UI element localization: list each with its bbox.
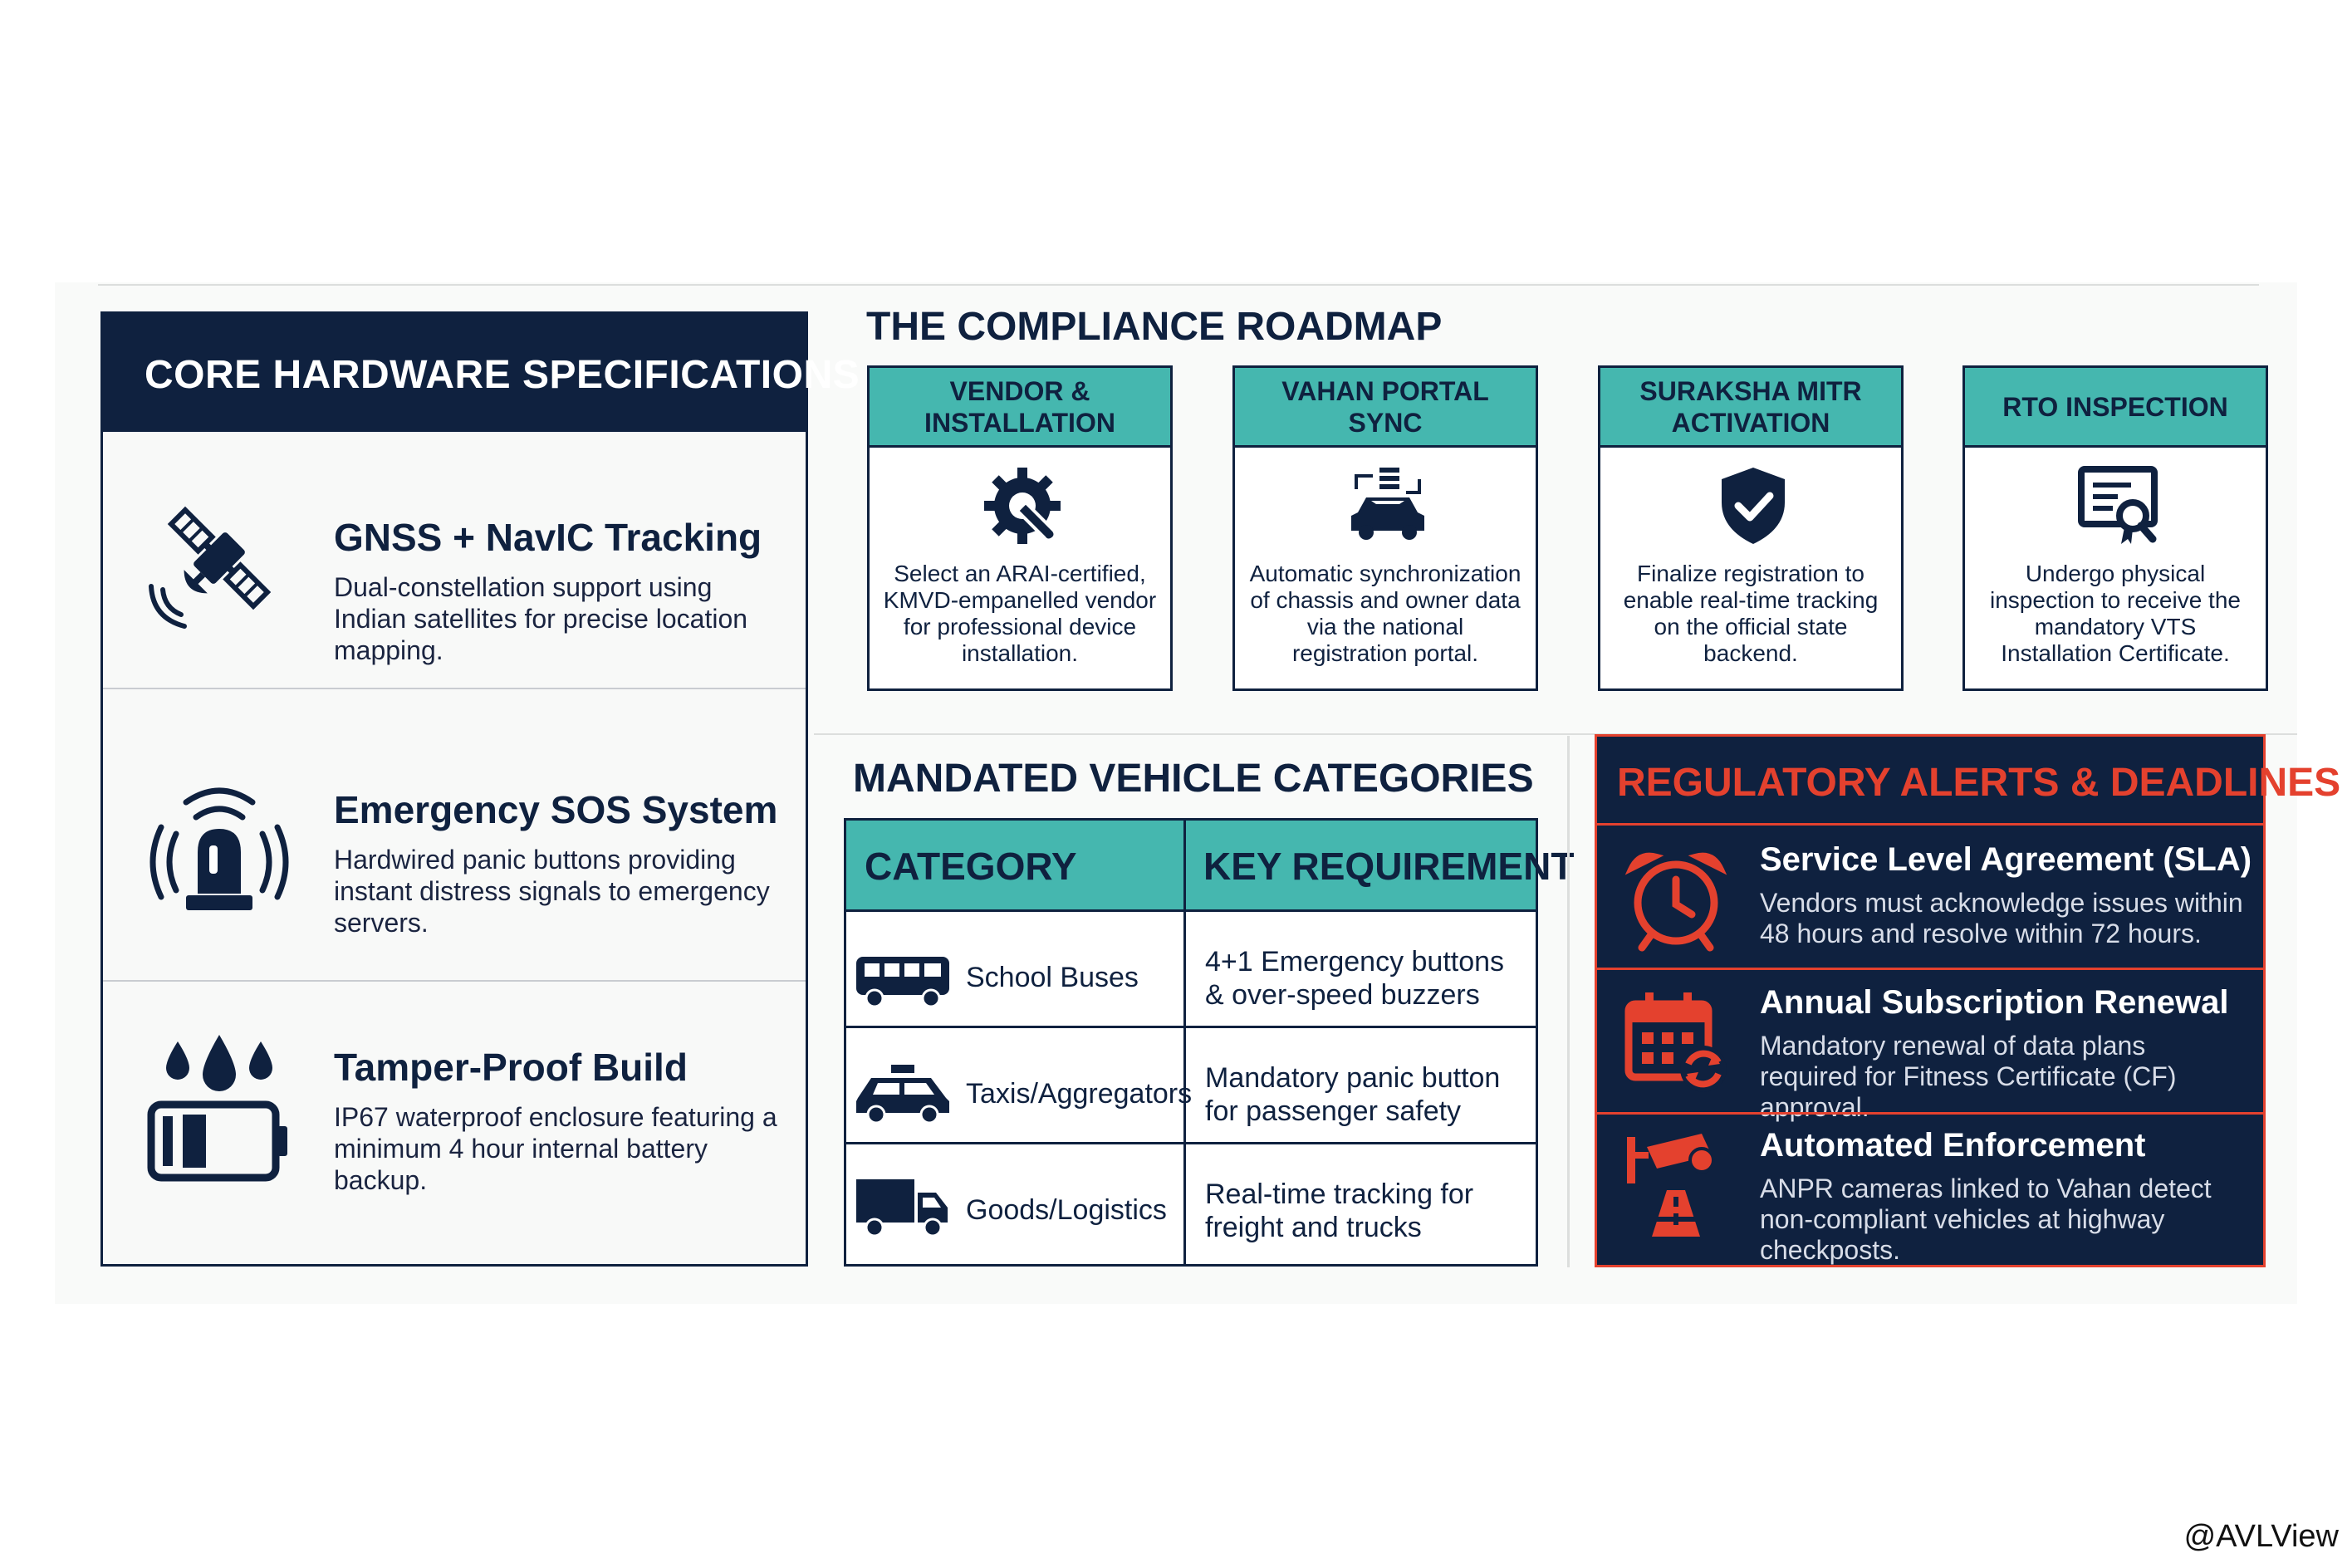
vehicle-categories-table: CATEGORY KEY REQUIREMENT School Buses 4+… [844,818,1574,1267]
step-title-line: VENDOR & [949,375,1090,406]
roadmap-step-header: VENDOR &INSTALLATION [870,368,1170,448]
alert-divider [1597,823,2263,826]
core-divider [103,688,806,689]
section-divider [1567,736,1570,1267]
taxi-icon [856,1065,949,1125]
gear-wrench-icon [984,468,1061,544]
watermark-handle: @AVLView [2183,1519,2339,1554]
vehicle-category: Goods/Logistics [966,1194,1167,1226]
calendar-renew-icon [1624,992,1727,1092]
column-divider [1183,821,1186,1264]
top-divider [98,284,2259,286]
vehicle-requirement: Real-time tracking for freight and truck… [1205,1178,1474,1243]
roadmap-step-desc: Select an ARAI-certified, KMVD-empanelle… [883,561,1157,666]
roadmap-title: THE COMPLIANCE ROADMAP [866,305,1443,349]
waterproof-battery-icon [147,1035,287,1182]
step-title-line: SURAKSHA MITR [1639,375,1862,406]
alert-name: Automated Enforcement [1760,1127,2146,1164]
satellite-icon [149,506,272,629]
alert-desc: Mandatory renewal of data plans required… [1760,1031,2177,1122]
step-title-line: SYNC [1348,407,1423,438]
roadmap-step-vendor: VENDOR &INSTALLATION Select an ARAI-cert… [867,365,1173,691]
vehicles-title: MANDATED VEHICLE CATEGORIES [853,757,1534,801]
bus-icon [856,957,949,1008]
vehicle-category: Taxis/Aggregators [966,1078,1193,1110]
camera-road-icon [1627,1134,1715,1237]
alert-divider [1597,968,2263,970]
row-divider [846,1142,1536,1144]
core-item-name: Tamper-Proof Build [334,1046,688,1089]
roadmap-step-desc: Finalize registration to enable real-tim… [1623,561,1879,666]
vehicle-requirement: 4+1 Emergency buttons & over-speed buzze… [1205,946,1505,1011]
core-hardware-title: CORE HARDWARE SPECIFICATIONS [145,353,860,397]
vehicle-requirement: Mandatory panic button for passenger saf… [1205,1062,1501,1127]
car-sync-icon [1351,468,1424,540]
siren-icon [149,787,289,910]
core-item-sos: Emergency SOS System Hardwired panic but… [103,689,806,980]
alert-name: Annual Subscription Renewal [1760,984,2229,1021]
alerts-title: REGULATORY ALERTS & DEADLINES [1617,761,2341,805]
row-divider [846,1026,1536,1028]
vehicle-category: School Buses [966,962,1139,993]
alert-divider [1597,1112,2263,1115]
table-header: CATEGORY KEY REQUIREMENT [846,821,1574,912]
core-hardware-header: CORE HARDWARE SPECIFICATIONS [103,314,860,432]
certificate-search-icon [2078,466,2158,544]
step-title-line: RTO INSPECTION [2002,391,2228,422]
alert-desc: ANPR cameras linked to Vahan detect non-… [1760,1174,2212,1265]
column-header-category: CATEGORY [865,845,1077,888]
core-divider [103,980,806,982]
core-item-desc: Dual-constellation support using Indian … [334,572,748,665]
alert-desc: Vendors must acknowledge issues within 4… [1760,888,2243,948]
shield-check-icon [1722,468,1785,544]
roadmap-step-header: RTO INSPECTION [1965,368,2266,448]
alarm-clock-icon [1624,852,1727,952]
step-title-line: ACTIVATION [1671,407,1830,438]
core-item-tamper: Tamper-Proof Build IP67 waterproof enclo… [103,982,806,1264]
truck-icon [856,1179,948,1237]
roadmap-step-desc: Undergo physical inspection to receive t… [1990,561,2241,666]
step-title-line: INSTALLATION [924,407,1115,438]
core-hardware-section: CORE HARDWARE SPECIFICATIONS GNSS + NavI… [100,311,860,1267]
column-header-requirement: KEY REQUIREMENT [1203,845,1575,888]
core-item-name: Emergency SOS System [334,788,778,831]
core-item-desc: IP67 waterproof enclosure featuring a mi… [334,1102,777,1195]
regulatory-alerts-section: REGULATORY ALERTS & DEADLINES Service Le… [1595,734,2340,1267]
roadmap-step-desc: Automatic synchronization of chassis and… [1249,561,1521,666]
alert-name: Service Level Agreement (SLA) [1760,841,2252,878]
core-item-gnss: GNSS + NavIC Tracking Dual-constellation… [103,432,806,688]
step-title-line: VAHAN PORTAL [1281,375,1489,406]
core-item-desc: Hardwired panic buttons providing instan… [334,845,770,938]
core-item-name: GNSS + NavIC Tracking [334,516,762,559]
roadmap-step-rto: RTO INSPECTION Undergo physical inspecti… [1962,365,2268,691]
middle-divider [814,733,2297,735]
